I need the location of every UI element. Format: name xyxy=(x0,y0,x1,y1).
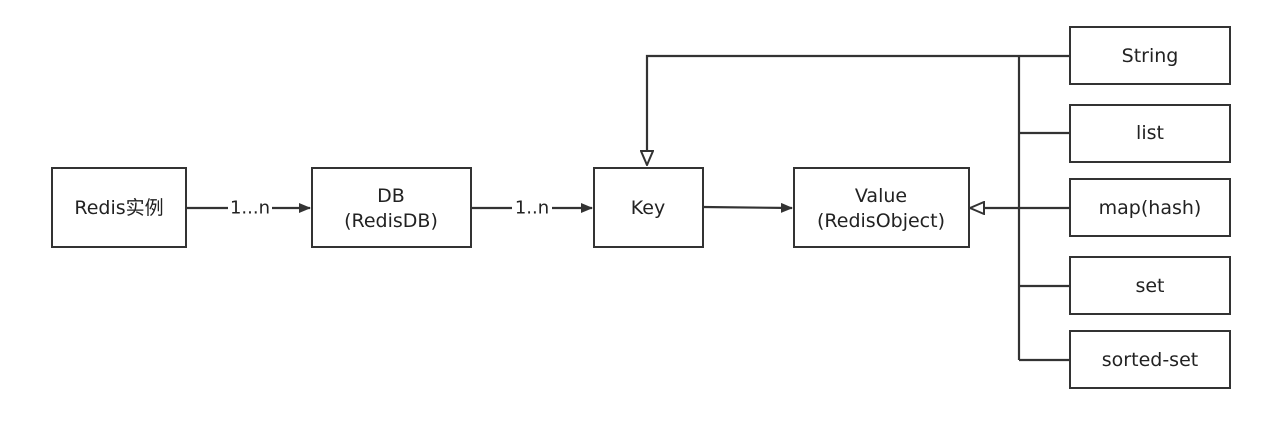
node-type-sorted-set-label: sorted-set xyxy=(1102,349,1198,371)
node-type-map-hash: map(hash) xyxy=(1069,178,1231,237)
edge-labels: 1...n 1..n xyxy=(228,196,552,220)
edge-string-to-key xyxy=(647,54,1019,165)
node-type-string: String xyxy=(1069,26,1231,85)
edge-label-db-key: 1..n xyxy=(515,198,549,219)
node-db-subtitle: (RedisDB) xyxy=(344,210,438,232)
node-type-string-label: String xyxy=(1122,45,1179,67)
node-value-title: Value xyxy=(855,185,907,207)
node-type-sorted-set: sorted-set xyxy=(1069,330,1231,389)
node-type-set: set xyxy=(1069,256,1231,315)
node-redis-instance-label: Redis实例 xyxy=(74,197,163,219)
node-db-title: DB xyxy=(377,185,405,207)
node-type-list-label: list xyxy=(1136,122,1164,144)
node-key: Key xyxy=(593,167,704,248)
edge-label-instance-db: 1...n xyxy=(230,198,270,219)
node-type-set-label: set xyxy=(1135,275,1164,297)
connectors xyxy=(186,54,1070,362)
node-redis-instance: Redis实例 xyxy=(51,167,187,248)
edge-key-to-value xyxy=(702,202,793,213)
node-db: DB (RedisDB) xyxy=(311,167,472,248)
node-type-map-hash-label: map(hash) xyxy=(1099,197,1202,219)
node-value: Value (RedisObject) xyxy=(793,167,970,248)
node-type-list: list xyxy=(1069,104,1231,163)
node-key-label: Key xyxy=(631,197,665,219)
node-value-subtitle: (RedisObject) xyxy=(817,210,945,232)
